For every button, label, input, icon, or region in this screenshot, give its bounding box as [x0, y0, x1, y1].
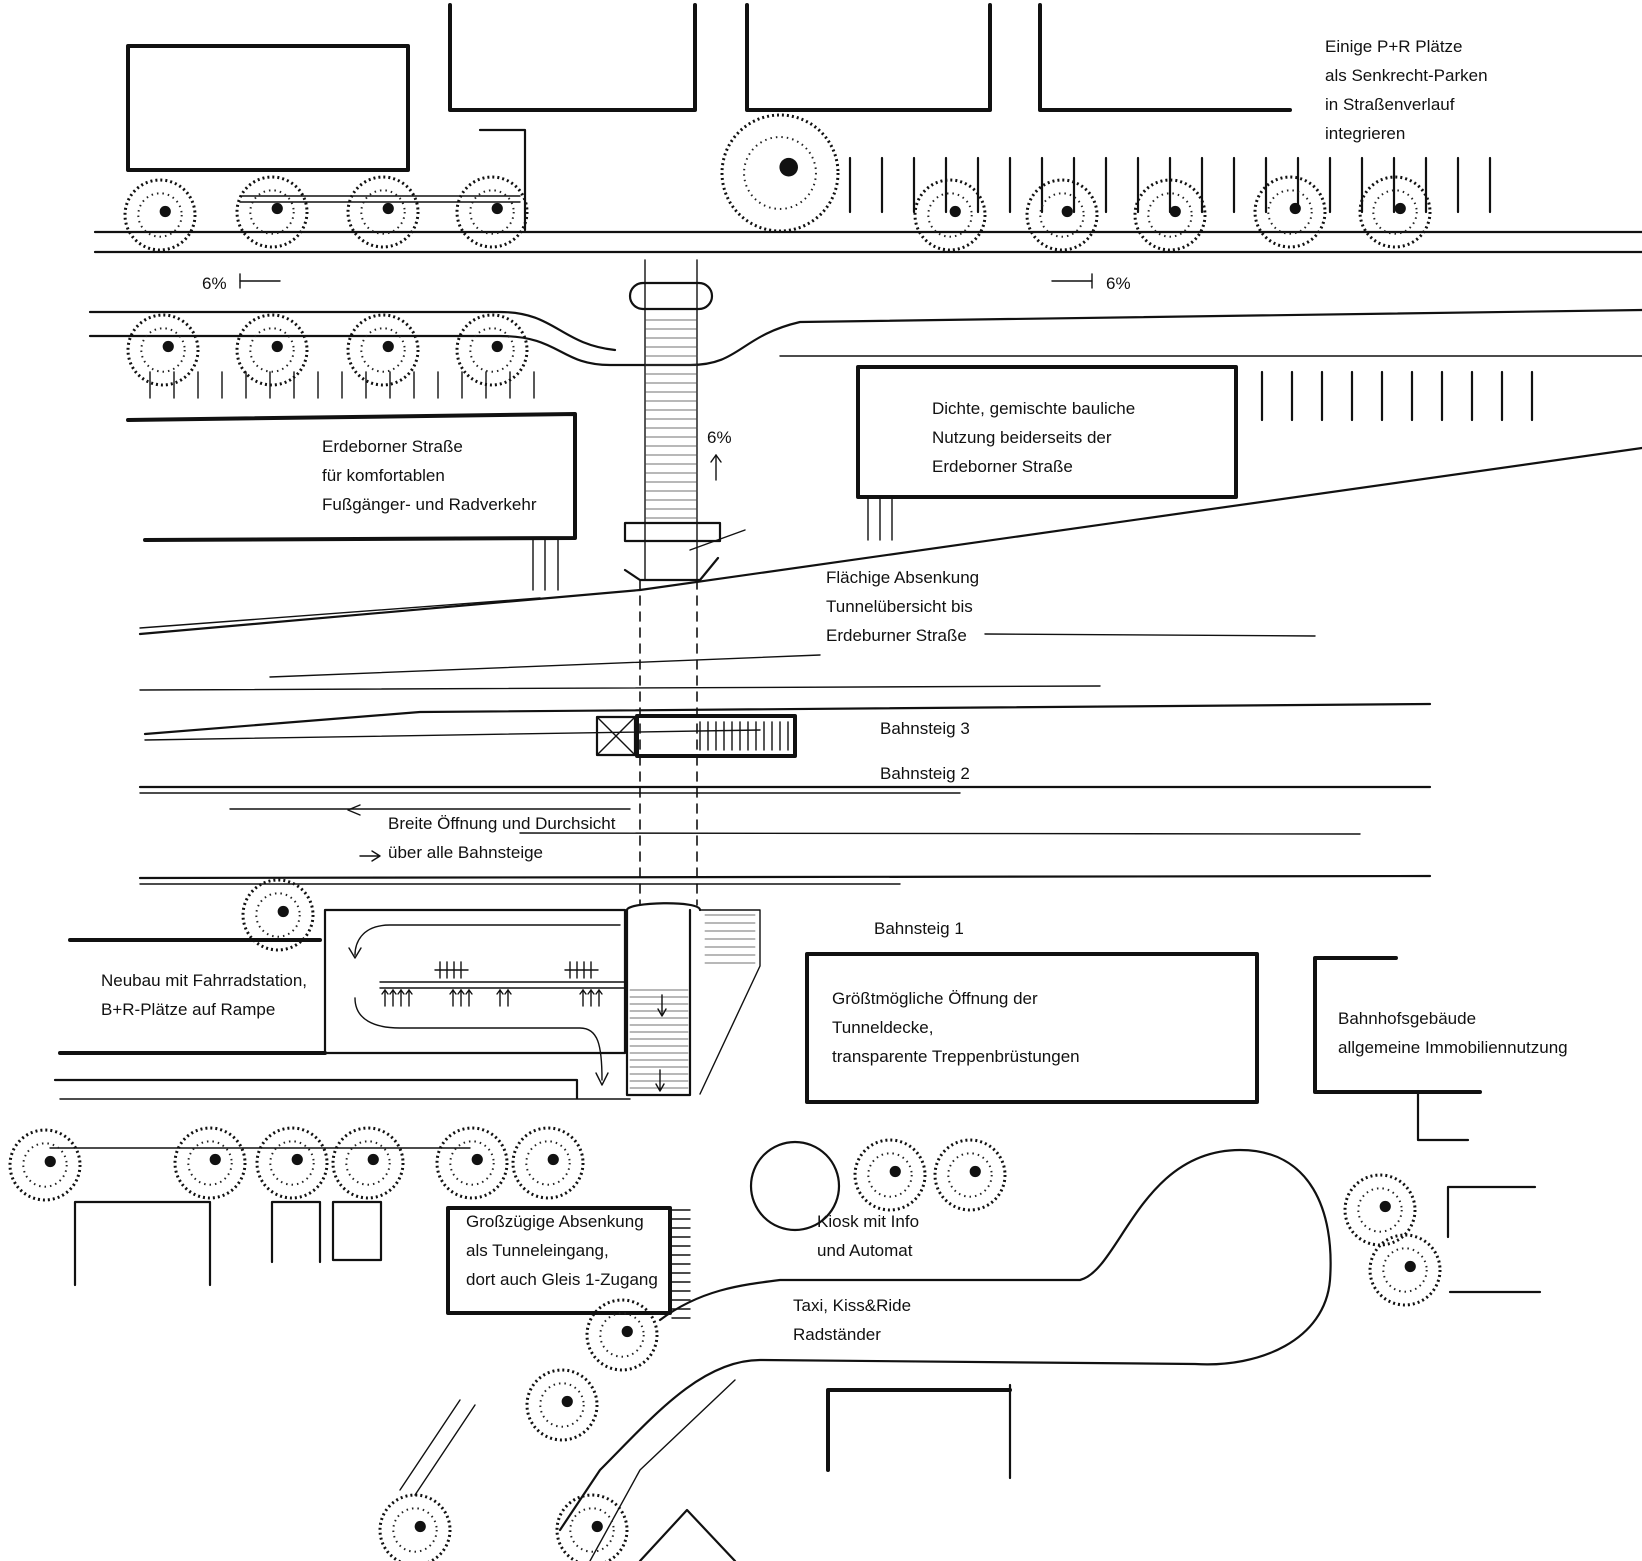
turning-loop: [399, 1148, 1332, 1561]
erdeborner-note-3: Fußgänger- und Radverkehr: [322, 495, 537, 514]
trees: [8, 113, 1442, 1561]
platform2-label: Bahnsteig 2: [880, 764, 970, 783]
pr-parking-note-2: als Senkrecht-Parken: [1325, 66, 1488, 85]
tree-icon: [255, 1126, 329, 1200]
tree-icon: [1025, 178, 1099, 252]
kiosk-circle: [749, 1140, 841, 1232]
station-building-note-1: Bahnhofsgebäude: [1338, 1009, 1476, 1028]
generous-lowering-note-2: als Tunneleingang,: [466, 1241, 609, 1260]
rail-tracks: [138, 446, 1642, 885]
tree-icon: [1343, 1173, 1417, 1247]
tree-icon: [378, 1493, 452, 1561]
max-opening-note-2: Tunneldecke,: [832, 1018, 933, 1037]
dense-use-note-2: Nutzung beiderseits der: [932, 428, 1112, 447]
tree-icon: [585, 1298, 659, 1372]
generous-lowering-note-3: dort auch Gleis 1-Zugang: [466, 1270, 658, 1289]
tree-icon: [346, 175, 420, 249]
slope-right-label: 6%: [1106, 274, 1131, 293]
max-opening-note-3: transparente Treppenbrüstungen: [832, 1047, 1080, 1066]
flat-lowering-note-2: Tunnelübersicht bis: [826, 597, 973, 616]
southwest-buildings: [49, 1147, 691, 1319]
tree-icon: [8, 1128, 82, 1202]
slope-arrows: [239, 273, 1093, 481]
tree-icon: [241, 878, 315, 952]
wide-opening-note-1: Breite Öffnung und Durchsicht: [388, 814, 616, 833]
slope-left-label: 6%: [202, 274, 227, 293]
new-building-note-1: Neubau mit Fahrradstation,: [101, 971, 307, 990]
erdeborner-buildings: [126, 365, 1238, 591]
south-stair: [625, 902, 761, 1097]
tree-icon: [173, 1126, 247, 1200]
top-parking-stalls: [848, 156, 1492, 214]
dense-use-note-3: Erdeborner Straße: [932, 457, 1073, 476]
tree-icon: [435, 1126, 509, 1200]
tunnel-north: [623, 259, 746, 582]
tree-icon: [853, 1138, 927, 1212]
flat-lowering-note-3: Erdeburner Straße: [826, 626, 967, 645]
new-building-note-2: B+R-Plätze auf Rampe: [101, 1000, 275, 1019]
station-building-note-2: allgemeine Immobiliennutzung: [1338, 1038, 1568, 1057]
tunnel-underpass-dashed: [639, 579, 698, 906]
tree-icon: [525, 1368, 599, 1442]
taxi-note-1: Taxi, Kiss&Ride: [793, 1296, 911, 1315]
kiosk-note-2: und Automat: [817, 1241, 913, 1260]
tree-icon: [331, 1126, 405, 1200]
street-crossing-element: [628, 281, 714, 311]
bike-station-building: [53, 908, 631, 1100]
tree-icon: [913, 178, 987, 252]
tree-icon: [511, 1126, 585, 1200]
tree-icon: [455, 175, 529, 249]
generous-lowering-note-1: Großzügige Absenkung: [466, 1212, 644, 1231]
tree-icon: [933, 1138, 1007, 1212]
max-opening-note-1: Größtmögliche Öffnung der: [832, 989, 1038, 1008]
pr-parking-note-1: Einige P+R Plätze: [1325, 37, 1463, 56]
station-buildings: [805, 952, 1542, 1294]
top-buildings: [126, 3, 1292, 232]
platform1-label: Bahnsteig 1: [874, 919, 964, 938]
dense-use-note-1: Dichte, gemischte bauliche: [932, 399, 1135, 418]
tree-icon: [720, 113, 840, 233]
tree-icon: [1368, 1233, 1442, 1307]
erdeborner-street: [88, 308, 1642, 367]
tree-icon: [455, 313, 529, 387]
text-labels: Einige P+R Plätze als Senkrecht-Parken i…: [101, 37, 1568, 1344]
tree-icon: [126, 313, 200, 387]
platform3-stair: [595, 714, 797, 758]
tree-icon: [555, 1493, 629, 1561]
kiosk-note-1: Kiosk mit Info: [817, 1212, 919, 1231]
pr-parking-note-4: integrieren: [1325, 124, 1405, 143]
erdeborner-note-1: Erdeborner Straße: [322, 437, 463, 456]
middle-parking-stalls: [149, 370, 1534, 422]
slope-tunnel-label: 6%: [707, 428, 732, 447]
platform3-label: Bahnsteig 3: [880, 719, 970, 738]
tree-icon: [235, 313, 309, 387]
tree-icon: [235, 175, 309, 249]
northern-road: [93, 195, 1642, 254]
erdeborner-note-2: für komfortablen: [322, 466, 445, 485]
tree-icon: [346, 313, 420, 387]
south-buildings: [638, 1383, 1012, 1561]
tree-icon: [1253, 175, 1327, 249]
flat-lowering-note-1: Flächige Absenkung: [826, 568, 979, 587]
pr-parking-note-3: in Straßenverlauf: [1325, 95, 1455, 114]
tree-icon: [123, 178, 197, 252]
taxi-note-2: Radständer: [793, 1325, 881, 1344]
wide-opening-note-2: über alle Bahnsteige: [388, 843, 543, 862]
tree-icon: [1133, 178, 1207, 252]
tree-icon: [1358, 175, 1432, 249]
